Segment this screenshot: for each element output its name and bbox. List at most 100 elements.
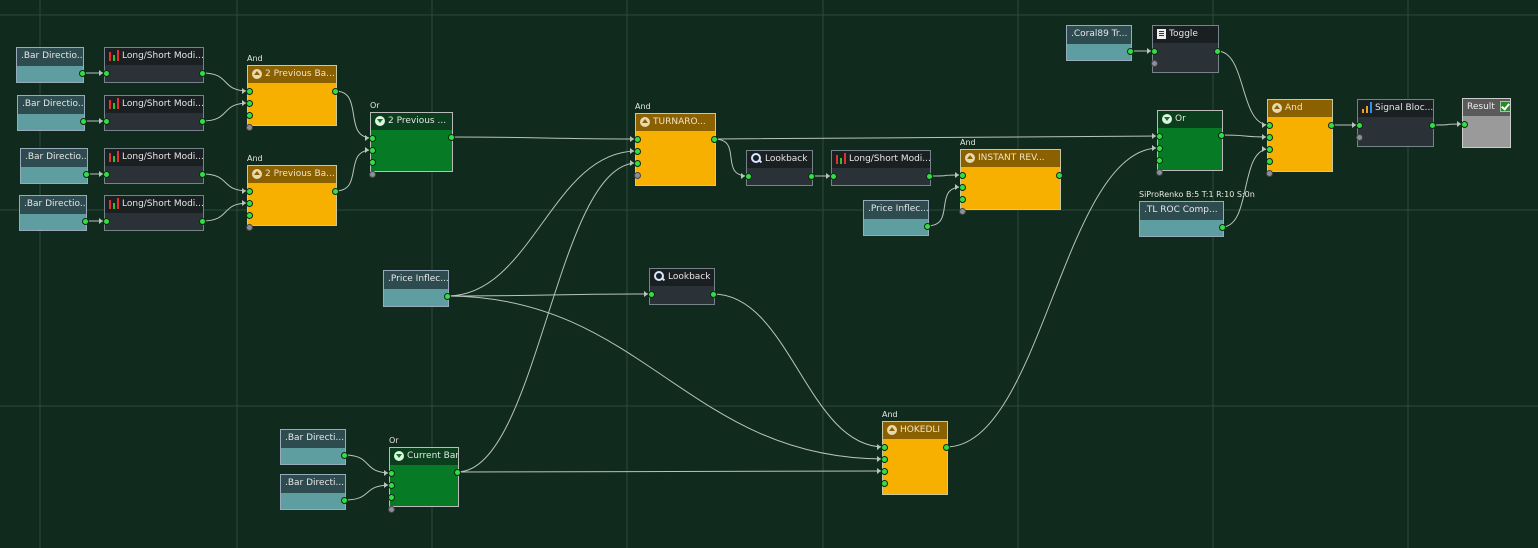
input-port[interactable] — [880, 455, 888, 463]
input-port[interactable] — [744, 172, 752, 180]
node-hok[interactable]: HOKEDLI — [882, 421, 948, 495]
node-tlroc[interactable]: .TL ROC Comp... — [1139, 201, 1224, 237]
input-port[interactable] — [633, 135, 641, 143]
output-port[interactable] — [1327, 121, 1335, 129]
collapse-icon[interactable] — [965, 150, 975, 167]
output-port[interactable] — [78, 69, 86, 77]
input-port[interactable] — [368, 170, 376, 178]
input-port[interactable] — [245, 199, 253, 207]
node-header[interactable]: Long/Short Modi... — [832, 151, 930, 168]
node-header[interactable]: .Price Inflec... — [384, 271, 448, 289]
output-port[interactable] — [1217, 131, 1225, 139]
output-port[interactable] — [198, 217, 206, 225]
input-port[interactable] — [958, 195, 966, 203]
input-port[interactable] — [1155, 156, 1163, 164]
node-header[interactable]: Long/Short Modi... — [105, 48, 203, 65]
output-port[interactable] — [81, 217, 89, 225]
node-header[interactable]: Signal Bloc... — [1358, 100, 1433, 117]
input-port[interactable] — [1150, 47, 1158, 55]
input-port[interactable] — [647, 290, 655, 298]
node-and2[interactable]: 2 Previous Ba... — [247, 165, 337, 226]
node-cur[interactable]: Current Bar — [389, 447, 459, 507]
output-port[interactable] — [340, 451, 348, 459]
collapse-icon[interactable] — [252, 66, 262, 83]
output-port[interactable] — [709, 290, 717, 298]
output-port[interactable] — [807, 172, 815, 180]
node-inst[interactable]: INSTANT REV... — [960, 149, 1061, 210]
node-res[interactable]: Result — [1462, 98, 1511, 148]
input-port[interactable] — [1265, 157, 1273, 165]
or-icon[interactable] — [394, 448, 404, 465]
node-or1[interactable]: 2 Previous ... — [370, 112, 453, 172]
node-coral[interactable]: .Coral89 Tr... — [1066, 25, 1132, 61]
node-bd1[interactable]: .Bar Directio... — [16, 47, 84, 83]
node-header[interactable]: .Price Inflec... — [864, 201, 928, 219]
node-header[interactable]: .Bar Directi... — [281, 475, 345, 493]
output-port[interactable] — [340, 496, 348, 504]
input-port[interactable] — [387, 505, 395, 513]
node-header[interactable]: HOKEDLI — [883, 422, 947, 439]
input-port[interactable] — [387, 481, 395, 489]
node-header[interactable]: Result — [1463, 99, 1510, 116]
input-port[interactable] — [368, 158, 376, 166]
output-port[interactable] — [925, 172, 933, 180]
output-port[interactable] — [79, 117, 87, 125]
input-port[interactable] — [1355, 133, 1363, 141]
or-icon[interactable] — [1162, 111, 1172, 128]
input-port[interactable] — [1265, 133, 1273, 141]
output-port[interactable] — [453, 468, 461, 476]
output-port[interactable] — [923, 222, 931, 230]
output-port[interactable] — [1126, 47, 1134, 55]
output-port[interactable] — [710, 135, 718, 143]
input-port[interactable] — [245, 111, 253, 119]
input-port[interactable] — [368, 134, 376, 142]
node-ls5[interactable]: Long/Short Modi... — [831, 150, 931, 186]
input-port[interactable] — [102, 217, 110, 225]
node-header[interactable]: TURNARO... — [636, 114, 715, 131]
input-port[interactable] — [958, 207, 966, 215]
node-header[interactable]: Long/Short Modi... — [105, 149, 203, 166]
node-ls2[interactable]: Long/Short Modi... — [104, 95, 204, 131]
input-port[interactable] — [245, 211, 253, 219]
input-port[interactable] — [1355, 121, 1363, 129]
node-header[interactable]: Toggle — [1153, 26, 1218, 43]
input-port[interactable] — [245, 99, 253, 107]
input-port[interactable] — [880, 443, 888, 451]
node-bd6[interactable]: .Bar Directi... — [280, 474, 346, 510]
input-port[interactable] — [102, 69, 110, 77]
node-header[interactable]: .Bar Directi... — [281, 430, 345, 448]
input-port[interactable] — [245, 87, 253, 95]
node-ls1[interactable]: Long/Short Modi... — [104, 47, 204, 83]
output-port[interactable] — [1213, 47, 1221, 55]
output-port[interactable] — [942, 443, 950, 451]
output-port[interactable] — [198, 170, 206, 178]
input-port[interactable] — [633, 171, 641, 179]
node-header[interactable]: .Bar Directio... — [17, 48, 83, 66]
node-header[interactable]: Lookback — [650, 269, 714, 286]
node-turn[interactable]: TURNARO... — [635, 113, 716, 186]
input-port[interactable] — [633, 159, 641, 167]
input-port[interactable] — [102, 117, 110, 125]
input-port[interactable] — [387, 493, 395, 501]
node-header[interactable]: .Bar Directio... — [20, 196, 86, 214]
node-header[interactable]: 2 Previous ... — [371, 113, 452, 130]
input-port[interactable] — [633, 147, 641, 155]
node-pi2[interactable]: .Price Inflec... — [863, 200, 929, 236]
node-header[interactable]: INSTANT REV... — [961, 150, 1060, 167]
node-header[interactable]: Or — [1158, 111, 1222, 128]
node-look2[interactable]: Lookback — [649, 268, 715, 305]
node-header[interactable]: Long/Short Modi... — [105, 96, 203, 113]
input-port[interactable] — [1265, 121, 1273, 129]
node-toggle[interactable]: Toggle — [1152, 25, 1219, 73]
input-port[interactable] — [245, 123, 253, 131]
node-ls3[interactable]: Long/Short Modi... — [104, 148, 204, 184]
collapse-icon[interactable] — [640, 114, 650, 131]
collapse-icon[interactable] — [252, 166, 262, 183]
input-port[interactable] — [880, 467, 888, 475]
node-header[interactable]: And — [1268, 100, 1332, 117]
node-or2[interactable]: Or — [1157, 110, 1223, 171]
output-port[interactable] — [1055, 171, 1063, 179]
node-bd5[interactable]: .Bar Directi... — [280, 429, 346, 465]
input-port[interactable] — [958, 183, 966, 191]
node-header[interactable]: 2 Previous Ba... — [248, 66, 336, 83]
